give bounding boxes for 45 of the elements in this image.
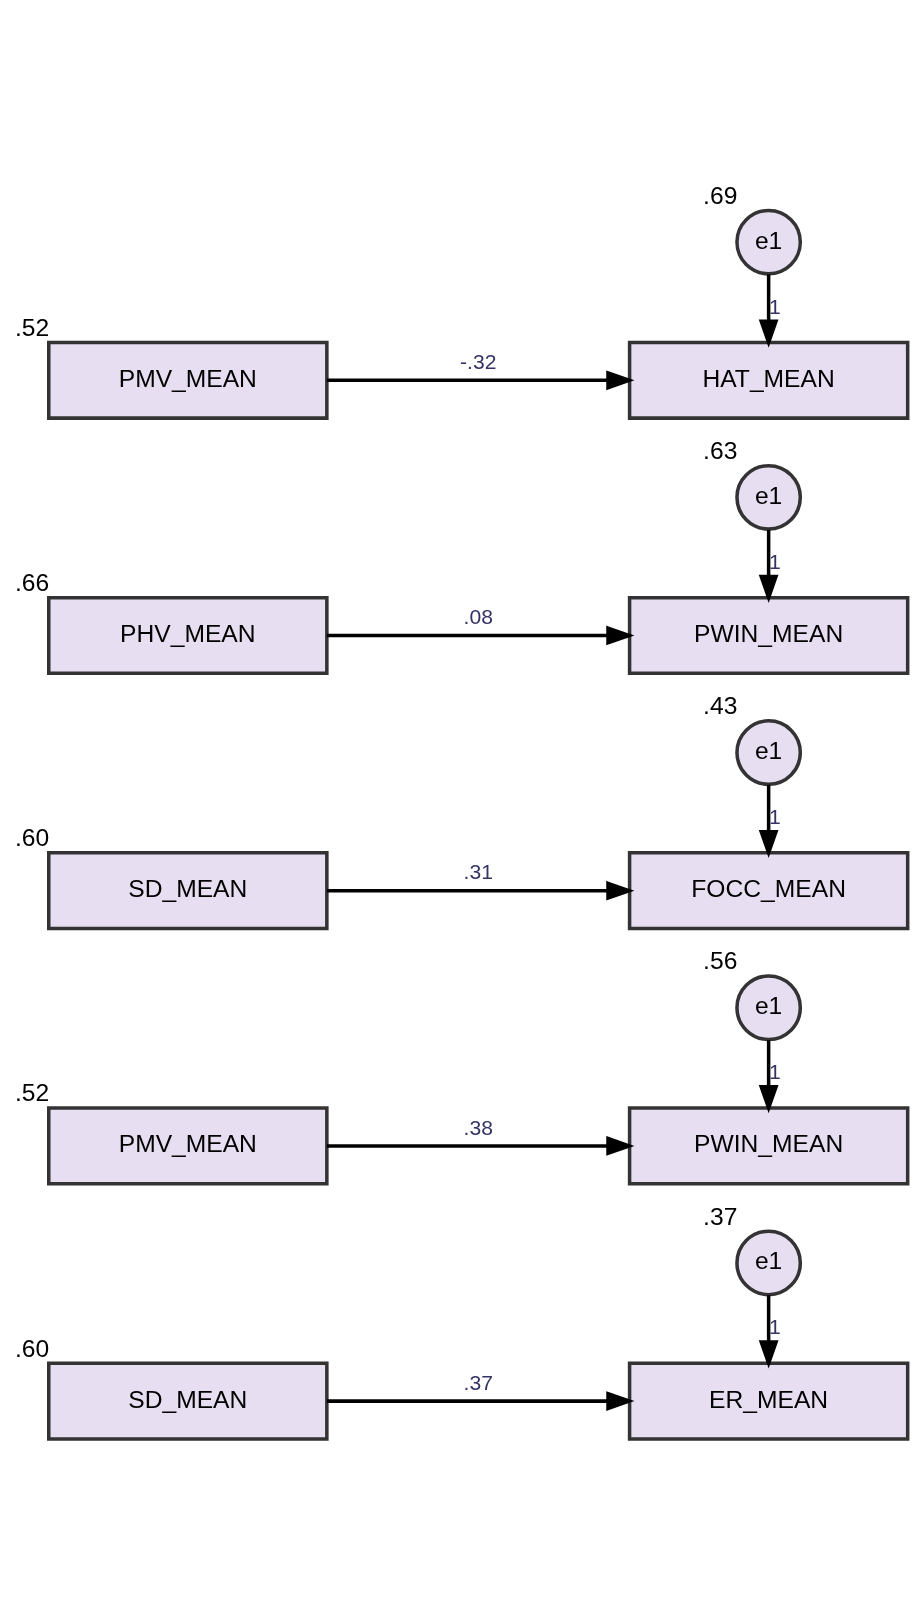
edge-label: 1 bbox=[768, 549, 781, 573]
edge-label: .37 bbox=[463, 1370, 493, 1394]
edge-label: 1 bbox=[768, 1059, 781, 1083]
arrow bbox=[758, 784, 779, 858]
edge-label: 1 bbox=[768, 1314, 781, 1338]
node-label: .56 bbox=[703, 946, 738, 974]
node-label: .60 bbox=[14, 823, 50, 851]
arrow bbox=[326, 1390, 635, 1411]
edge-label: .31 bbox=[463, 859, 493, 883]
node-circle: e1 bbox=[735, 208, 803, 276]
arrow bbox=[758, 1039, 779, 1113]
node-box: PWIN_MEAN bbox=[627, 595, 910, 675]
arrow bbox=[326, 625, 635, 645]
node-label: .66 bbox=[14, 568, 50, 596]
node-label: .37 bbox=[703, 1202, 738, 1230]
node-box: PWIN_MEAN bbox=[627, 1105, 910, 1185]
edge-label: 1 bbox=[768, 294, 781, 318]
node-label: .69 bbox=[703, 181, 738, 209]
node-box: PMV_MEAN bbox=[47, 340, 329, 420]
node-circle: e1 bbox=[735, 718, 803, 786]
arrow bbox=[326, 369, 635, 390]
node-label: .52 bbox=[14, 1078, 50, 1106]
node-box: ER_MEAN bbox=[627, 1361, 910, 1441]
node-box: PHV_MEAN bbox=[47, 595, 329, 675]
node-label: .60 bbox=[14, 1334, 50, 1362]
arrow bbox=[758, 529, 779, 603]
node-label: .52 bbox=[14, 313, 50, 341]
node-label: .43 bbox=[703, 691, 738, 719]
node-box: FOCC_MEAN bbox=[627, 850, 910, 930]
node-circle: e1 bbox=[735, 1229, 803, 1296]
edge-label: .08 bbox=[463, 604, 493, 628]
arrow bbox=[326, 1135, 635, 1156]
node-box: SD_MEAN bbox=[47, 850, 329, 930]
arrow bbox=[758, 1294, 779, 1368]
node-label: .63 bbox=[703, 436, 738, 464]
node-box: SD_MEAN bbox=[47, 1361, 329, 1441]
node-box: PMV_MEAN bbox=[47, 1105, 329, 1185]
edge-label: 1 bbox=[768, 804, 781, 828]
edge-label: .38 bbox=[463, 1115, 493, 1139]
node-box: HAT_MEAN bbox=[627, 340, 910, 420]
edge-label: -.32 bbox=[460, 349, 497, 373]
arrow bbox=[326, 880, 635, 901]
arrow bbox=[758, 273, 779, 348]
node-circle: e1 bbox=[735, 463, 803, 531]
node-circle: e1 bbox=[735, 973, 803, 1041]
